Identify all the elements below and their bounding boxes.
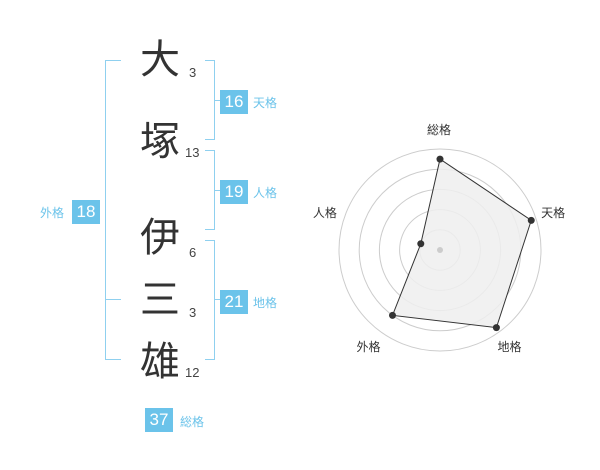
name-char-3: 伊 bbox=[140, 215, 180, 261]
tenkaku-value: 16 bbox=[220, 90, 248, 114]
gaikaku-bracket bbox=[105, 60, 121, 360]
chikaku-bracket-tick bbox=[215, 299, 222, 300]
radar-point-2 bbox=[527, 216, 535, 224]
stroke-count-5: 12 bbox=[185, 365, 200, 380]
name-char-4: 三 bbox=[140, 277, 180, 323]
radar-axis-label-5: 人格 bbox=[312, 205, 337, 220]
soukaku-label: 総格 bbox=[180, 415, 205, 429]
tenkaku-bracket-tick bbox=[215, 100, 222, 101]
chikaku-label: 地格 bbox=[253, 296, 278, 310]
soukaku-value: 37 bbox=[145, 408, 173, 432]
name-char-2: 塚 bbox=[140, 119, 180, 165]
tenkaku-bracket bbox=[205, 60, 215, 140]
radar-axis-label-1: 総格 bbox=[427, 123, 452, 137]
radar-center-dot bbox=[437, 247, 443, 253]
gaikaku-value: 18 bbox=[72, 200, 100, 224]
stroke-count-2: 13 bbox=[185, 145, 200, 160]
chikaku-value: 21 bbox=[220, 290, 248, 314]
jinkaku-label: 人格 bbox=[253, 186, 278, 200]
name-char-5: 雄 bbox=[140, 339, 180, 385]
jinkaku-bracket-tick bbox=[215, 190, 222, 191]
gaikaku-label: 外格 bbox=[40, 206, 65, 220]
stroke-count-3: 6 bbox=[189, 245, 197, 260]
radar-axis-label-2: 天格 bbox=[541, 205, 566, 220]
gaikaku-bracket-divider bbox=[105, 299, 121, 300]
radar-point-5 bbox=[417, 240, 425, 248]
tenkaku-label: 天格 bbox=[253, 96, 278, 110]
radar-point-1 bbox=[436, 155, 444, 163]
stroke-count-4: 3 bbox=[189, 305, 197, 320]
radar-axis-label-4: 外格 bbox=[356, 340, 381, 355]
radar-axis-label-3: 地格 bbox=[497, 340, 522, 355]
radar-point-3 bbox=[492, 324, 500, 332]
stroke-count-1: 3 bbox=[189, 65, 197, 80]
radar-point-4 bbox=[389, 311, 397, 319]
jinkaku-value: 19 bbox=[220, 180, 248, 204]
chikaku-bracket bbox=[205, 240, 215, 360]
jinkaku-bracket bbox=[205, 150, 215, 230]
radar-ring-5 bbox=[338, 148, 542, 352]
name-char-1: 大 bbox=[140, 37, 180, 83]
radar-value-polygon bbox=[391, 158, 532, 329]
